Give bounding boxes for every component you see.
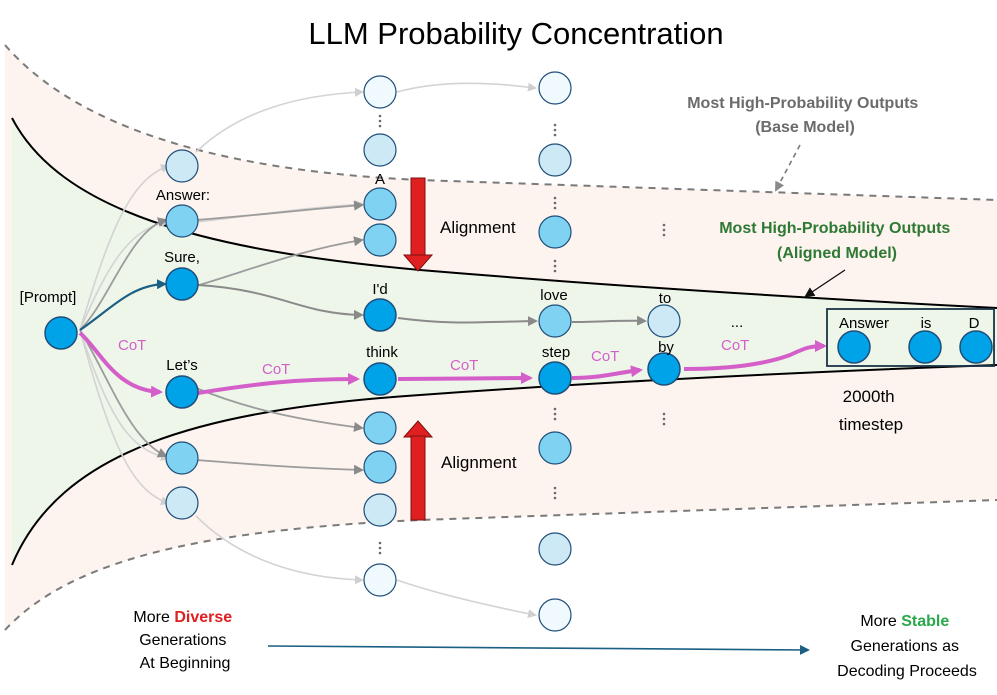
node-c2-2 <box>363 133 397 167</box>
node-to <box>647 304 681 338</box>
token-d: D <box>969 315 980 332</box>
cot-path <box>78 331 827 398</box>
aligned-model-pointer <box>804 269 846 298</box>
token-answer: Answer <box>839 315 889 332</box>
node-c3-2 <box>538 143 572 177</box>
token-id: I'd <box>372 281 387 298</box>
token-think: think <box>366 344 398 361</box>
aligned-model-boundary-top <box>11 117 997 309</box>
alternate-path-edges <box>197 284 647 327</box>
node-c3-6 <box>538 431 572 465</box>
vertical-ellipses <box>378 114 666 555</box>
node-c3-1 <box>538 71 572 105</box>
node-c2-4 <box>363 223 397 257</box>
node-c3-8 <box>538 598 572 632</box>
token-ellipsis: ... <box>731 314 744 331</box>
token-a: A <box>375 171 385 188</box>
cot-label-5: CoT <box>721 337 749 354</box>
aligned-model-region <box>12 118 997 565</box>
node-by <box>647 352 681 386</box>
alignment-label-top: Alignment <box>440 218 516 237</box>
node-a <box>363 187 397 221</box>
token-sure: Sure, <box>164 249 200 266</box>
node-prompt <box>44 316 78 350</box>
token-to: to <box>659 290 672 307</box>
node-lets <box>165 375 199 409</box>
token-step: step <box>542 344 570 361</box>
cot-label-3: CoT <box>450 357 478 374</box>
node-c2-1 <box>363 75 397 109</box>
token-lets: Let’s <box>166 357 197 374</box>
node-is <box>908 330 942 364</box>
node-c1-bottom <box>165 486 199 520</box>
node-id <box>363 298 397 332</box>
node-think <box>363 362 397 396</box>
decoding-progress-arrow <box>267 644 810 655</box>
alignment-label-bottom: Alignment <box>441 453 517 472</box>
node-c2-8 <box>363 450 397 484</box>
node-love <box>538 304 572 338</box>
node-c2-9 <box>363 493 397 527</box>
node-c3-7 <box>538 532 572 566</box>
token-prompt: [Prompt] <box>20 289 77 306</box>
node-step <box>538 361 572 395</box>
mid-probability-edges <box>79 200 364 475</box>
node-c1-lower <box>165 441 199 475</box>
token-by: by <box>658 339 674 356</box>
base-model-boundary-top <box>4 44 997 201</box>
base-model-boundary-bottom <box>4 499 997 631</box>
node-c2-7 <box>363 411 397 445</box>
bottom-right-caption: More Stable Generations as Decoding Proc… <box>837 613 977 680</box>
base-model-label: Most High-Probability Outputs (Base Mode… <box>687 95 923 136</box>
node-answer-colon <box>165 204 199 238</box>
node-answer <box>837 330 871 364</box>
timestep-label: 2000th timestep <box>839 387 903 434</box>
alignment-arrow-down <box>402 177 434 272</box>
node-sure <box>165 267 199 301</box>
node-c1-top <box>165 149 199 183</box>
base-model-pointer <box>775 144 801 192</box>
aligned-model-label: Most High-Probability Outputs (Aligned M… <box>719 220 955 262</box>
bottom-left-caption: More Diverse Generations At Beginning <box>133 609 236 672</box>
cot-label-4: CoT <box>591 348 619 365</box>
token-love: love <box>540 287 568 304</box>
node-d <box>959 330 993 364</box>
final-answer-box <box>826 308 995 367</box>
aligned-model-boundary-bottom <box>11 364 997 566</box>
cot-label-1: CoT <box>118 337 146 354</box>
token-answer-colon: Answer: <box>156 187 210 204</box>
node-c3-3 <box>538 215 572 249</box>
alignment-arrow-up <box>402 420 434 521</box>
prompt-to-sure-edge <box>79 279 167 331</box>
page-title: LLM Probability Concentration <box>308 16 723 51</box>
token-is: is <box>921 315 932 332</box>
cot-label-2: CoT <box>262 361 290 378</box>
node-c2-10 <box>363 563 397 597</box>
